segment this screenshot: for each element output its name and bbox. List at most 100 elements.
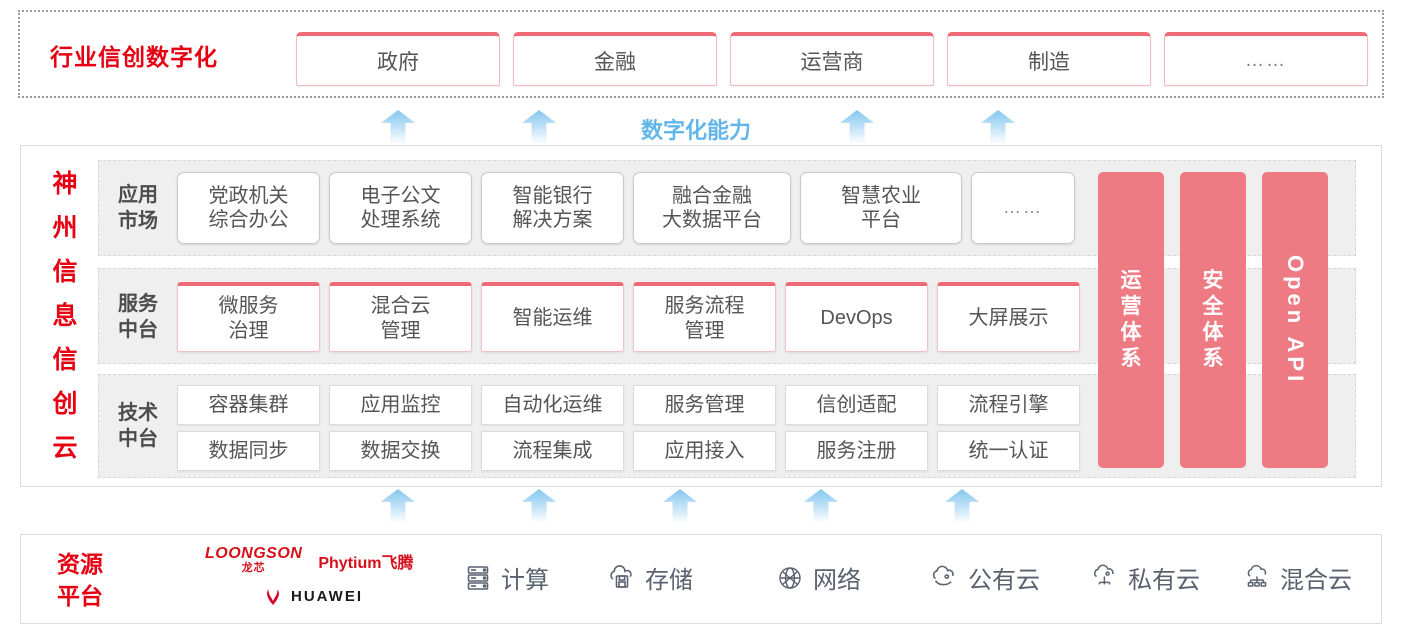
tech-card-process-integration[interactable]: 流程集成: [481, 431, 624, 471]
resource-item-storage[interactable]: 存储: [607, 560, 693, 595]
svc-card-line: 混合云: [370, 295, 431, 318]
up-arrow-icon: [522, 489, 556, 523]
app-card-line: 智慧农业: [841, 184, 921, 207]
resource-item-label: 计算: [501, 567, 549, 594]
tech-card-container-cluster[interactable]: 容器集群: [177, 385, 320, 425]
band-label-line: 应用: [118, 184, 158, 206]
up-arrow-icon: [381, 110, 415, 144]
pillar-char: 系: [1120, 347, 1142, 370]
svc-card-service-process-management[interactable]: 服务流程 管理: [633, 282, 776, 352]
pillar-open-api[interactable]: Open API: [1262, 172, 1328, 468]
up-arrow-icon: [804, 489, 838, 523]
cloud-storage-icon: [607, 563, 637, 593]
tech-card-service-registry[interactable]: 服务注册: [785, 431, 928, 471]
loongson-logo-latin: LOONGSON: [205, 545, 303, 562]
up-arrow-icon: [945, 489, 979, 523]
tech-card-data-sync[interactable]: 数据同步: [177, 431, 320, 471]
band-label-service-middle-platform: 服务 中台: [112, 291, 164, 343]
pillar-char: 体: [1120, 321, 1142, 344]
tech-card-label: 流程集成: [512, 439, 593, 462]
cloud-title-char: 神: [52, 170, 78, 198]
pillar-operations-system[interactable]: 运 营 体 系: [1098, 172, 1164, 468]
resource-title-line: 资源: [57, 551, 103, 577]
tech-card-label: 应用监控: [360, 393, 441, 416]
tech-card-unified-auth[interactable]: 统一认证: [937, 431, 1080, 471]
app-card-line: 平台: [861, 209, 901, 231]
industry-card-manufacturing[interactable]: 制造: [947, 32, 1151, 86]
svc-card-line: 智能运维: [512, 307, 593, 330]
resource-item-compute[interactable]: 计算: [463, 560, 549, 595]
cloud-title-char: 云: [52, 434, 78, 462]
industry-card-label: ……: [1245, 49, 1287, 71]
band-label-line: 中台: [118, 319, 158, 341]
pillar-open-api-label: Open API: [1283, 254, 1308, 386]
network-icon: [775, 563, 805, 593]
resource-item-network[interactable]: 网络: [775, 560, 861, 595]
industry-card-label: 政府: [377, 50, 419, 74]
app-card-line: 综合办公: [208, 209, 289, 231]
app-card-finance-bigdata[interactable]: 融合金融 大数据平台: [633, 172, 791, 244]
tech-card-label: 流程引擎: [968, 393, 1049, 416]
hybrid-cloud-icon: [1242, 563, 1272, 593]
resource-item-label: 私有云: [1128, 567, 1200, 594]
app-card-government-office[interactable]: 党政机关 综合办公: [177, 172, 320, 244]
tech-card-data-exchange[interactable]: 数据交换: [329, 431, 472, 471]
svc-card-line: DevOps: [820, 307, 893, 330]
band-label-line: 服务: [118, 293, 158, 315]
band-label-line: 技术: [118, 402, 158, 424]
svc-card-line: 微服务: [218, 295, 279, 318]
svc-card-line: 服务流程: [664, 295, 745, 318]
resource-platform-title: 资源 平台: [48, 548, 112, 612]
tech-card-xinchuang-adaptation[interactable]: 信创适配: [785, 385, 928, 425]
tech-card-automated-ops[interactable]: 自动化运维: [481, 385, 624, 425]
app-card-edoc-system[interactable]: 电子公文 处理系统: [329, 172, 472, 244]
public-cloud-icon: [930, 563, 960, 593]
tech-card-app-monitoring[interactable]: 应用监控: [329, 385, 472, 425]
up-arrow-icon: [840, 110, 874, 144]
capability-label: 数字化能力: [641, 118, 752, 143]
resource-item-private-cloud[interactable]: 私有云: [1090, 560, 1200, 595]
band-label-technical-middle-platform: 技术 中台: [112, 400, 164, 452]
tech-card-app-access[interactable]: 应用接入: [633, 431, 776, 471]
svc-card-hybrid-cloud-management[interactable]: 混合云 管理: [329, 282, 472, 352]
huawei-logo-text: HUAWEI: [291, 588, 363, 605]
svc-card-devops[interactable]: DevOps: [785, 282, 928, 352]
private-cloud-icon: [1090, 563, 1120, 593]
app-card-smart-agriculture[interactable]: 智慧农业 平台: [800, 172, 962, 244]
svc-card-big-screen-display[interactable]: 大屏展示: [937, 282, 1080, 352]
tech-card-label: 统一认证: [968, 439, 1049, 462]
resource-item-label: 网络: [813, 567, 861, 594]
app-card-line: 处理系统: [360, 209, 441, 231]
resource-item-public-cloud[interactable]: 公有云: [930, 560, 1040, 595]
tech-card-service-management[interactable]: 服务管理: [633, 385, 776, 425]
industry-card-carrier[interactable]: 运营商: [730, 32, 934, 86]
band-label-line: 中台: [118, 428, 158, 450]
pillar-security-system[interactable]: 安 全 体 系: [1180, 172, 1246, 468]
up-arrow-icon: [663, 489, 697, 523]
loongson-logo-cn: 龙芯: [241, 562, 266, 574]
app-card-line: 党政机关: [208, 184, 289, 207]
tech-card-process-engine[interactable]: 流程引擎: [937, 385, 1080, 425]
app-card-smart-bank[interactable]: 智能银行 解决方案: [481, 172, 624, 244]
tech-card-label: 数据同步: [208, 439, 289, 462]
industry-card-finance[interactable]: 金融: [513, 32, 717, 86]
up-arrow-icon: [981, 110, 1015, 144]
loongson-logo: LOONGSON 龙芯: [205, 546, 302, 576]
tech-card-label: 应用接入: [664, 439, 745, 462]
resource-item-label: 混合云: [1280, 567, 1352, 594]
up-arrow-icon: [522, 110, 556, 144]
phytium-logo: Phytium飞腾: [318, 555, 414, 572]
pillar-char: 安: [1202, 269, 1224, 292]
tech-card-label: 信创适配: [816, 393, 897, 416]
industry-card-government[interactable]: 政府: [296, 32, 500, 86]
svc-card-microservice-governance[interactable]: 微服务 治理: [177, 282, 320, 352]
app-card-more[interactable]: ……: [971, 172, 1075, 244]
resource-item-hybrid-cloud[interactable]: 混合云: [1242, 560, 1352, 595]
up-arrow-icon: [381, 489, 415, 523]
app-card-line: 大数据平台: [662, 209, 762, 231]
svc-card-smart-ops[interactable]: 智能运维: [481, 282, 624, 352]
industry-card-more[interactable]: ……: [1164, 32, 1368, 86]
cloud-platform-title: 神 州 信 息 信 创 云: [42, 162, 88, 470]
industry-card-label: 金融: [594, 50, 636, 74]
